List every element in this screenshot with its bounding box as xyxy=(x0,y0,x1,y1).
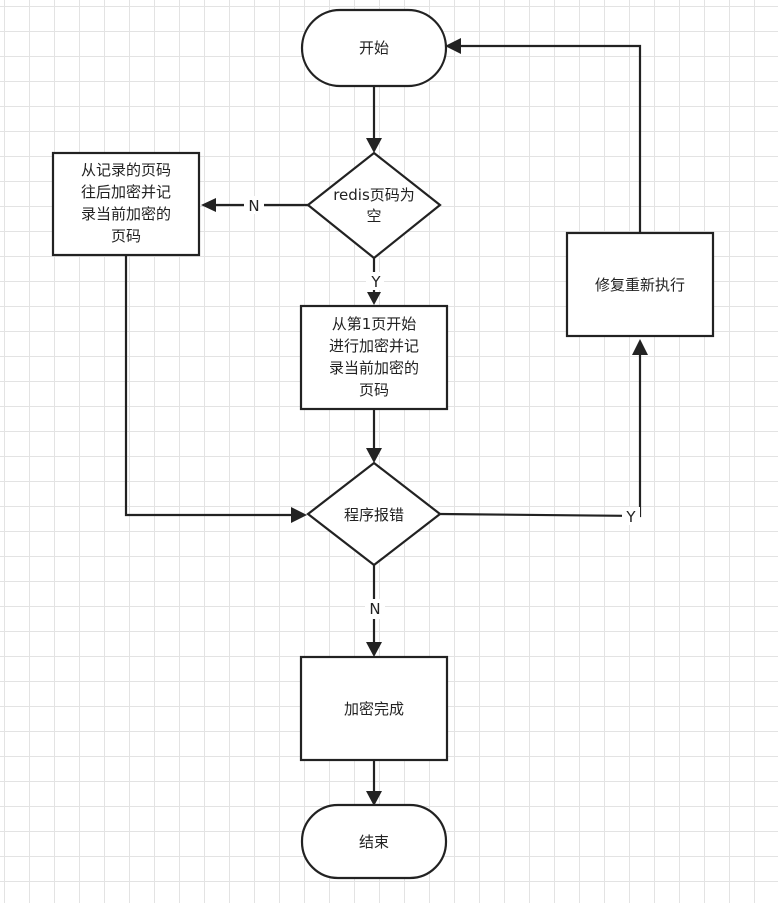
edge-label-bg-n2 xyxy=(365,599,385,619)
node-end: 结束 xyxy=(300,803,448,880)
node-encrypt-from-first: 从第1页开始 进行加密并记 录当前加密的 页码 xyxy=(299,304,449,411)
start-terminator xyxy=(300,8,448,88)
edges xyxy=(124,38,648,806)
node-fix-rerun: 修复重新执行 xyxy=(565,231,715,338)
node-program-error: 程序报错 xyxy=(306,461,442,567)
arrow-into-first xyxy=(367,292,381,305)
end-label: 结束 xyxy=(359,833,389,851)
resume-encrypt-line3: 录当前加密的 xyxy=(81,205,171,223)
encrypt-from-first-line4: 页码 xyxy=(359,381,389,399)
arrow-into-start xyxy=(445,38,461,54)
edge-label-bg-y2 xyxy=(622,507,640,525)
arrow-into-end xyxy=(366,791,382,806)
node-encrypt-done: 加密完成 xyxy=(299,655,449,762)
program-error-label: 程序报错 xyxy=(344,506,404,524)
start-label: 开始 xyxy=(359,39,389,57)
edge-label-redis-no: N xyxy=(248,197,259,215)
end-terminator xyxy=(300,803,448,880)
program-error-diamond xyxy=(306,461,442,567)
encrypt-from-first-line2: 进行加密并记 xyxy=(329,337,419,355)
encrypt-done-box xyxy=(299,655,449,762)
edge-label-redis-yes: Y xyxy=(370,273,381,291)
resume-encrypt-box xyxy=(51,151,201,257)
arrow-into-resume xyxy=(201,198,216,212)
edge-labels: N Y Y N xyxy=(244,196,640,619)
node-start: 开始 xyxy=(300,8,448,88)
arrow-into-fix xyxy=(632,339,648,355)
redis-check-label-line1: redis页码为 xyxy=(333,186,415,204)
edge-label-error-no: N xyxy=(369,600,380,618)
edge-error-to-fix xyxy=(439,352,642,518)
node-redis-check: redis页码为 空 xyxy=(306,151,442,260)
encrypt-from-first-line1: 从第1页开始 xyxy=(332,315,417,333)
edge-fix-to-start xyxy=(458,44,642,232)
edge-label-bg-y1 xyxy=(366,272,384,290)
resume-encrypt-line4: 页码 xyxy=(111,227,141,245)
arrow-into-done xyxy=(366,642,382,657)
node-resume-encrypt: 从记录的页码 往后加密并记 录当前加密的 页码 xyxy=(51,151,201,257)
encrypt-done-label: 加密完成 xyxy=(344,700,404,718)
fix-rerun-box xyxy=(565,231,715,338)
redis-check-label-line2: 空 xyxy=(366,207,381,225)
arrow-into-check xyxy=(366,138,382,153)
encrypt-from-first-box xyxy=(299,304,449,411)
arrow-into-error-left xyxy=(291,507,307,523)
arrow-into-error-top xyxy=(366,448,382,463)
edge-label-error-yes: Y xyxy=(625,508,636,526)
resume-encrypt-line2: 往后加密并记 xyxy=(81,183,171,201)
edge-label-bg-n1 xyxy=(244,196,264,214)
fix-rerun-label: 修复重新执行 xyxy=(595,276,685,294)
edge-resume-to-error xyxy=(124,256,294,517)
encrypt-from-first-line3: 录当前加密的 xyxy=(329,359,419,377)
redis-check-diamond xyxy=(306,151,442,260)
resume-encrypt-line1: 从记录的页码 xyxy=(81,161,171,179)
